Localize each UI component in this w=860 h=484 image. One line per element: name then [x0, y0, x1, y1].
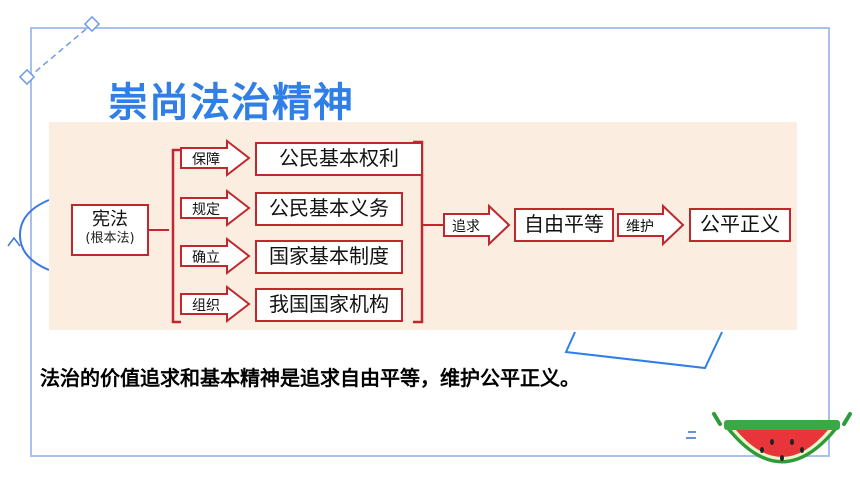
- branch-verb: 组织: [192, 298, 220, 314]
- watermelon-icon: [712, 412, 852, 464]
- diamond-icon: [83, 15, 101, 33]
- branch-verb: 规定: [192, 202, 220, 218]
- source-label: 宪法: [92, 209, 128, 230]
- branch-target-box: 我国国家机构: [255, 288, 403, 322]
- source-sublabel: (根本法): [85, 231, 135, 246]
- chain-target-box: 自由平等: [514, 208, 614, 242]
- chain-verb: 维护: [626, 219, 654, 235]
- arrow-icon: [617, 203, 685, 247]
- branch-target-box: 国家基本制度: [255, 240, 403, 274]
- branch-target-box: 公民基本权利: [255, 142, 423, 176]
- diamond-icon: [18, 68, 36, 86]
- branch-verb: 确立: [192, 250, 220, 266]
- arrow-icon: [180, 284, 251, 324]
- chain-target-box: 公平正义: [689, 208, 791, 242]
- arrow-icon: [443, 203, 511, 247]
- diagram-panel: 宪法 (根本法) 保障 规定 确立 组织 公民基本权利 公民基本义务 国家基本制…: [49, 122, 797, 330]
- diagram-lines: [149, 138, 685, 324]
- chain-verb: 追求: [452, 219, 480, 235]
- page-title: 崇尚法治精神: [108, 80, 354, 126]
- arrow-icon: [180, 188, 251, 228]
- source-box: 宪法 (根本法): [71, 204, 149, 256]
- slide-frame: [30, 27, 830, 457]
- branch-verb: 保障: [192, 152, 220, 168]
- arrow-icon: [180, 236, 251, 276]
- branch-target-box: 公民基本义务: [255, 192, 403, 226]
- caption-text: 法治的价值追求和基本精神是追求自由平等，维护公平正义。: [40, 366, 580, 390]
- arrow-icon: [180, 138, 251, 178]
